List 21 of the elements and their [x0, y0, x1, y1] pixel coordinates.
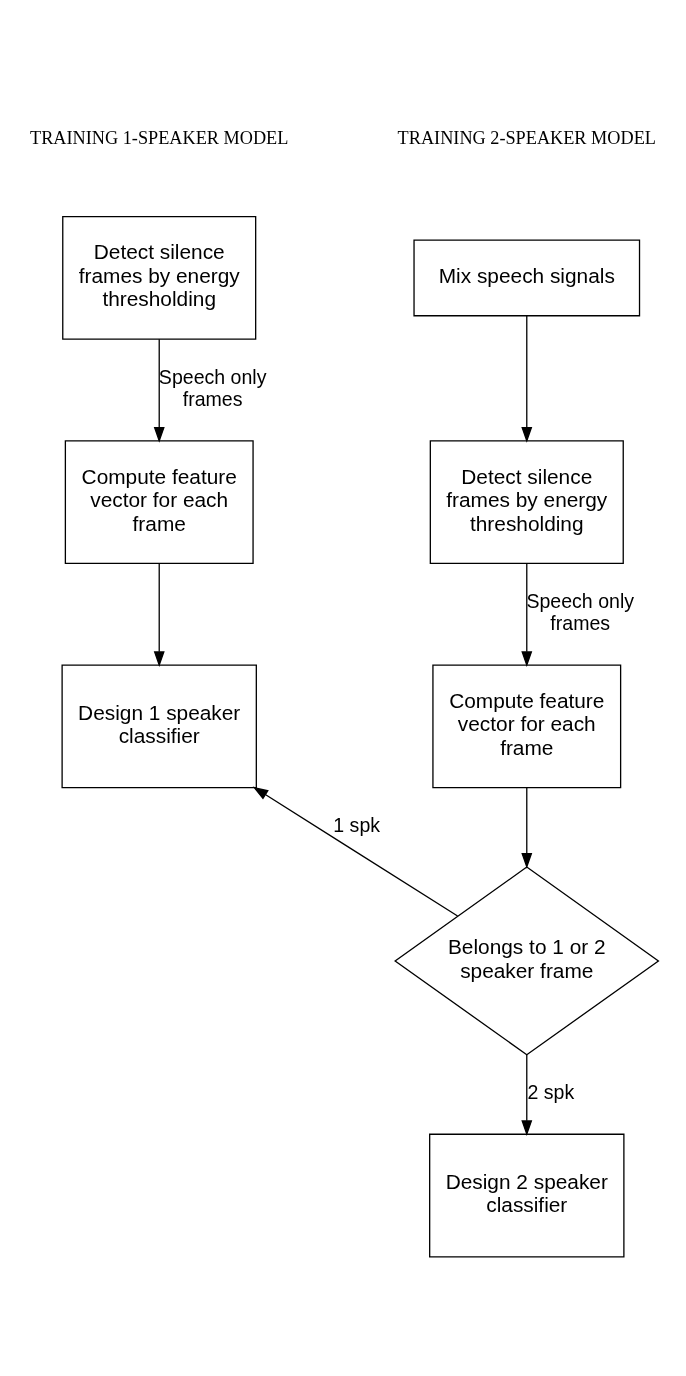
edge-label: Speech only frames	[158, 365, 267, 410]
arrow	[252, 786, 459, 917]
arrow	[153, 562, 165, 667]
edge-label: Speech only frames	[526, 589, 635, 634]
node-box: Mix speech signals	[413, 239, 641, 316]
edge-label: 1 spk	[333, 813, 381, 836]
node-diamond: Belongs to 1 or 2 speaker frame	[394, 865, 660, 1056]
node-box: Compute feature vector for each frame	[432, 663, 622, 788]
node-box: Design 1 speaker classifier	[61, 663, 257, 788]
arrow	[153, 338, 165, 443]
label: TRAINING 1-SPEAKER MODEL	[30, 127, 289, 148]
node-box: Compute feature vector for each frame	[64, 439, 254, 564]
node-box: Design 2 speaker classifier	[429, 1133, 625, 1257]
arrow	[521, 562, 533, 667]
label: TRAINING 2-SPEAKER MODEL	[397, 127, 656, 148]
arrow	[521, 314, 533, 443]
arrow	[521, 786, 533, 869]
edge-label: 2 spk	[527, 1080, 575, 1103]
arrow	[521, 1053, 533, 1136]
node-box: Detect silence frames by energy thresholding	[62, 215, 257, 340]
node-box: Detect silence frames by energy thresholding	[429, 439, 624, 564]
